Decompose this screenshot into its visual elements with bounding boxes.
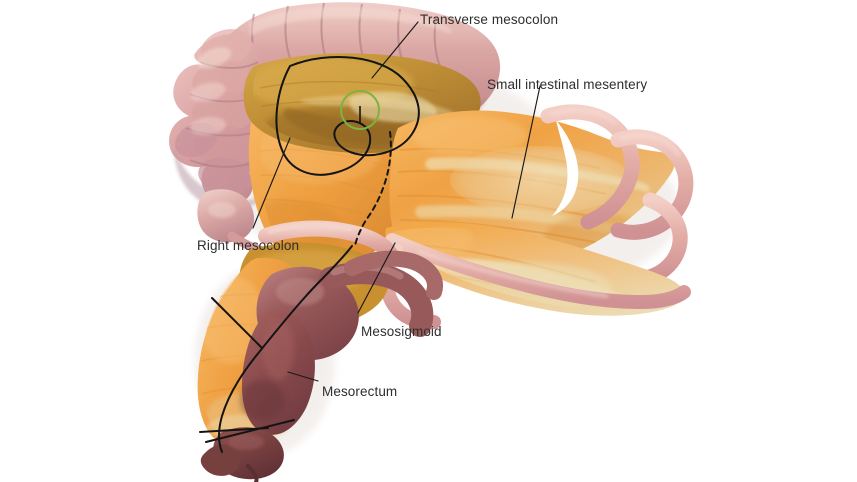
mesorectal-plane-line [218, 245, 353, 453]
sigmoid-highlight [276, 278, 324, 306]
leader-mesorectum [287, 371, 319, 382]
rectum-highlight [262, 320, 294, 380]
leader-right-mesocolon [252, 137, 291, 229]
sigmoid-descending-junction [344, 250, 443, 300]
ascending-colon-sheen [190, 47, 232, 136]
green-marker-circle [339, 89, 381, 131]
transverse-mesocolon-outline [275, 56, 420, 176]
leader-transverse-mesocolon [371, 21, 419, 79]
label-mesorectum: Mesorectum [322, 384, 397, 399]
anal-canal-fold [200, 444, 240, 476]
label-small-intestinal-mesentery: Small intestinal mesentery [487, 77, 647, 92]
mesocolon-boundary-dashed [354, 131, 392, 247]
bowel-lower-sheen [417, 249, 609, 299]
mesorectum-transect-upper [211, 297, 263, 349]
anal-transect-line-2 [199, 427, 269, 433]
small-bowel-loops-upper [540, 104, 694, 286]
label-mesosigmoid: Mesosigmoid [361, 324, 442, 339]
descending-colon-band [258, 220, 400, 266]
label-transverse-mesocolon: Transverse mesocolon [420, 12, 558, 27]
dissection-markings [199, 56, 420, 453]
mesentery-upper-notch [552, 120, 579, 216]
bowel-loop-2 [610, 129, 694, 240]
descending-colon-rim [258, 220, 400, 266]
descending-colon-sheen [267, 222, 353, 235]
bowel-loop-1 [540, 104, 640, 230]
anal-canal-sheen [228, 434, 264, 450]
anal-transect-line [205, 419, 295, 443]
rectum [240, 311, 315, 435]
label-right-mesocolon: Right mesocolon [197, 238, 299, 253]
annotation-labels: Transverse mesocolon Small intestinal me… [197, 12, 647, 399]
leader-small-intestinal-mesentery [511, 85, 541, 219]
anal-canal-groove [246, 464, 259, 482]
cecum-sheen [208, 202, 236, 218]
anal-canal [200, 427, 284, 482]
transverse-colon-sheen [250, 6, 452, 36]
mesocolon-cream-wedge [349, 91, 438, 123]
ascending-colon-shadow [174, 148, 270, 211]
leader-mesosigmoid [357, 242, 396, 314]
rectum-shadow [240, 380, 284, 420]
bowel-loop-3 [638, 192, 688, 286]
leader-lines [252, 21, 541, 382]
green-circle-ring [339, 89, 381, 131]
bowel-loops-sheen [549, 107, 681, 157]
